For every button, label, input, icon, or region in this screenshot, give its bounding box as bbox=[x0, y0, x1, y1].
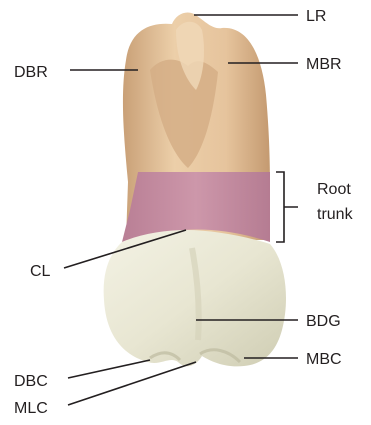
label-mbc: MBC bbox=[306, 351, 342, 368]
label-dbc: DBC bbox=[14, 373, 48, 390]
mlc-leader bbox=[68, 362, 196, 405]
label-dbr: DBR bbox=[14, 64, 48, 81]
label-mbr: MBR bbox=[306, 56, 342, 73]
dbc-leader bbox=[68, 360, 150, 378]
label-root-trunk-line1: Root bbox=[317, 181, 351, 198]
label-mlc: MLC bbox=[14, 400, 48, 417]
label-bdg: BDG bbox=[306, 313, 341, 330]
root-trunk-bracket bbox=[276, 172, 298, 242]
label-lr: LR bbox=[306, 8, 326, 25]
label-cl: CL bbox=[30, 263, 51, 280]
label-root-trunk-line2: trunk bbox=[317, 206, 354, 223]
